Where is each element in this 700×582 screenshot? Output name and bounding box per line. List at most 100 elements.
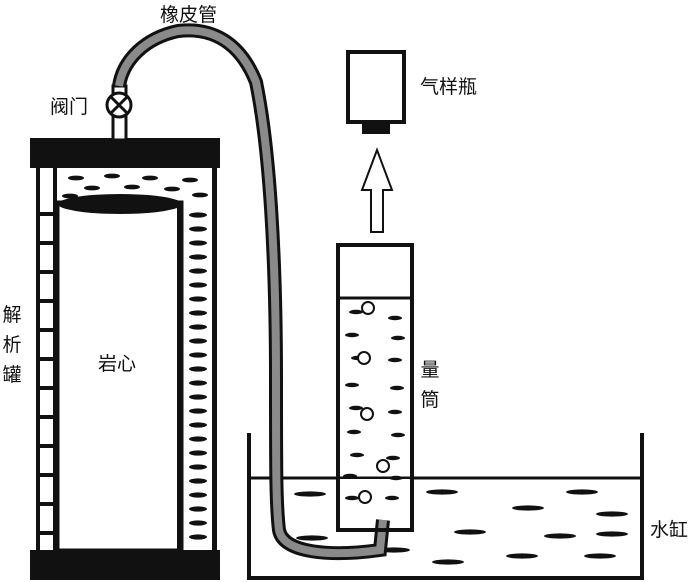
canister-dash [189,282,207,288]
cylinder-dash [385,495,399,501]
desorption-canister [30,138,220,580]
canister-dash [189,254,207,260]
canister-top-liquid-marks [62,173,208,199]
canister-liquid-marks [189,212,207,540]
water-dash [566,489,598,495]
canister-dash [189,506,207,512]
cylinder-dash [350,452,364,458]
rock-core-right-edge [177,204,183,550]
water-marks [294,489,628,565]
canister-top-dash [124,184,140,190]
canister-dash [189,296,207,302]
cylinder-dash [347,429,361,435]
bottle-body [346,50,406,124]
canister-dash [189,226,207,232]
cylinder-dash [349,309,363,315]
water-dash [584,553,616,559]
water-dash [506,553,538,559]
water-dash [544,533,576,539]
ladder-rung [38,328,55,332]
water-dash [454,529,486,535]
rock-core [56,200,184,552]
water-dash [426,489,458,495]
canister-top-dash [62,193,78,199]
canister-dash [189,464,207,470]
canister-dash [189,436,207,442]
canister-dash [189,366,207,372]
cylinder-divider-mask [340,479,410,483]
gas-bottle-label: 气样瓶 [420,76,478,98]
canister-top-dash [182,177,198,183]
core-label: 岩心 [98,353,137,375]
canister-top-dash [104,173,120,179]
desorption-canister-label: 解 析 罐 [2,300,22,390]
ladder-rung [38,531,55,535]
canister-top-dash [192,192,208,198]
canister-dash [189,450,207,456]
canister-top-dash [164,186,180,192]
canister-dash [189,422,207,428]
gas-bubble [360,407,374,421]
gas-bubble [357,351,371,365]
measuring-cylinder-label-char-2: 筒 [420,389,440,411]
cylinder-dash [388,315,402,321]
gas-sample-bottle [346,50,406,134]
ladder-rung [38,357,55,361]
water-dash [596,511,628,517]
gas-bubble [358,490,372,504]
canister-dash [189,478,207,484]
water-dash [432,559,464,565]
rock-core-top [58,194,182,214]
ladder-rung [38,502,55,506]
canister-ladder-rungs [38,212,55,535]
water-dash [512,505,544,511]
cylinder-dash [388,357,402,363]
ladder-rung [38,386,55,390]
cylinder-dash [349,405,363,411]
rubber-tube [112,23,390,561]
cylinder-dash [345,495,359,501]
valve-label: 阀门 [50,96,89,118]
water-dash [294,491,326,497]
canister-bottom-cap [30,550,220,580]
canister-top-dash [68,175,84,181]
ladder-rung [38,212,55,216]
water-dash [596,531,628,537]
canister-dash [189,520,207,526]
ladder-rung [38,241,55,245]
canister-dash [189,324,207,330]
valve [105,84,133,142]
canister-dash [189,310,207,316]
canister-dash [189,380,207,386]
ladder-rung [38,270,55,274]
canister-top-cap [30,138,220,168]
canister-dash [189,492,207,498]
canister-dash [189,212,207,218]
cylinder-dash [391,335,405,341]
canister-dash [189,394,207,400]
canister-dash [189,352,207,358]
canister-dash [189,268,207,274]
gas-bubbles [357,301,390,504]
measuring-cylinder-label: 量 筒 [420,355,440,415]
water-tank [247,433,644,580]
water-dash [296,535,328,541]
ladder-rung [38,444,55,448]
measuring-cylinder-label-char-1: 量 [420,359,440,381]
cylinder-dash [386,455,400,461]
tank-outline [247,433,644,580]
cylinder-dash [388,409,402,415]
canister-top-dash [84,185,100,191]
cylinder-dash [390,385,404,391]
cylinder-body [336,243,414,532]
cylinder-dash [343,473,357,479]
gas-bubble [376,459,390,473]
cylinder-dash [391,432,405,438]
canister-top-dash [142,175,158,181]
ladder-rung [38,415,55,419]
cylinder-dash [389,475,403,481]
ladder-rung [38,473,55,477]
desorption-canister-label-char-1: 解 [2,304,22,326]
